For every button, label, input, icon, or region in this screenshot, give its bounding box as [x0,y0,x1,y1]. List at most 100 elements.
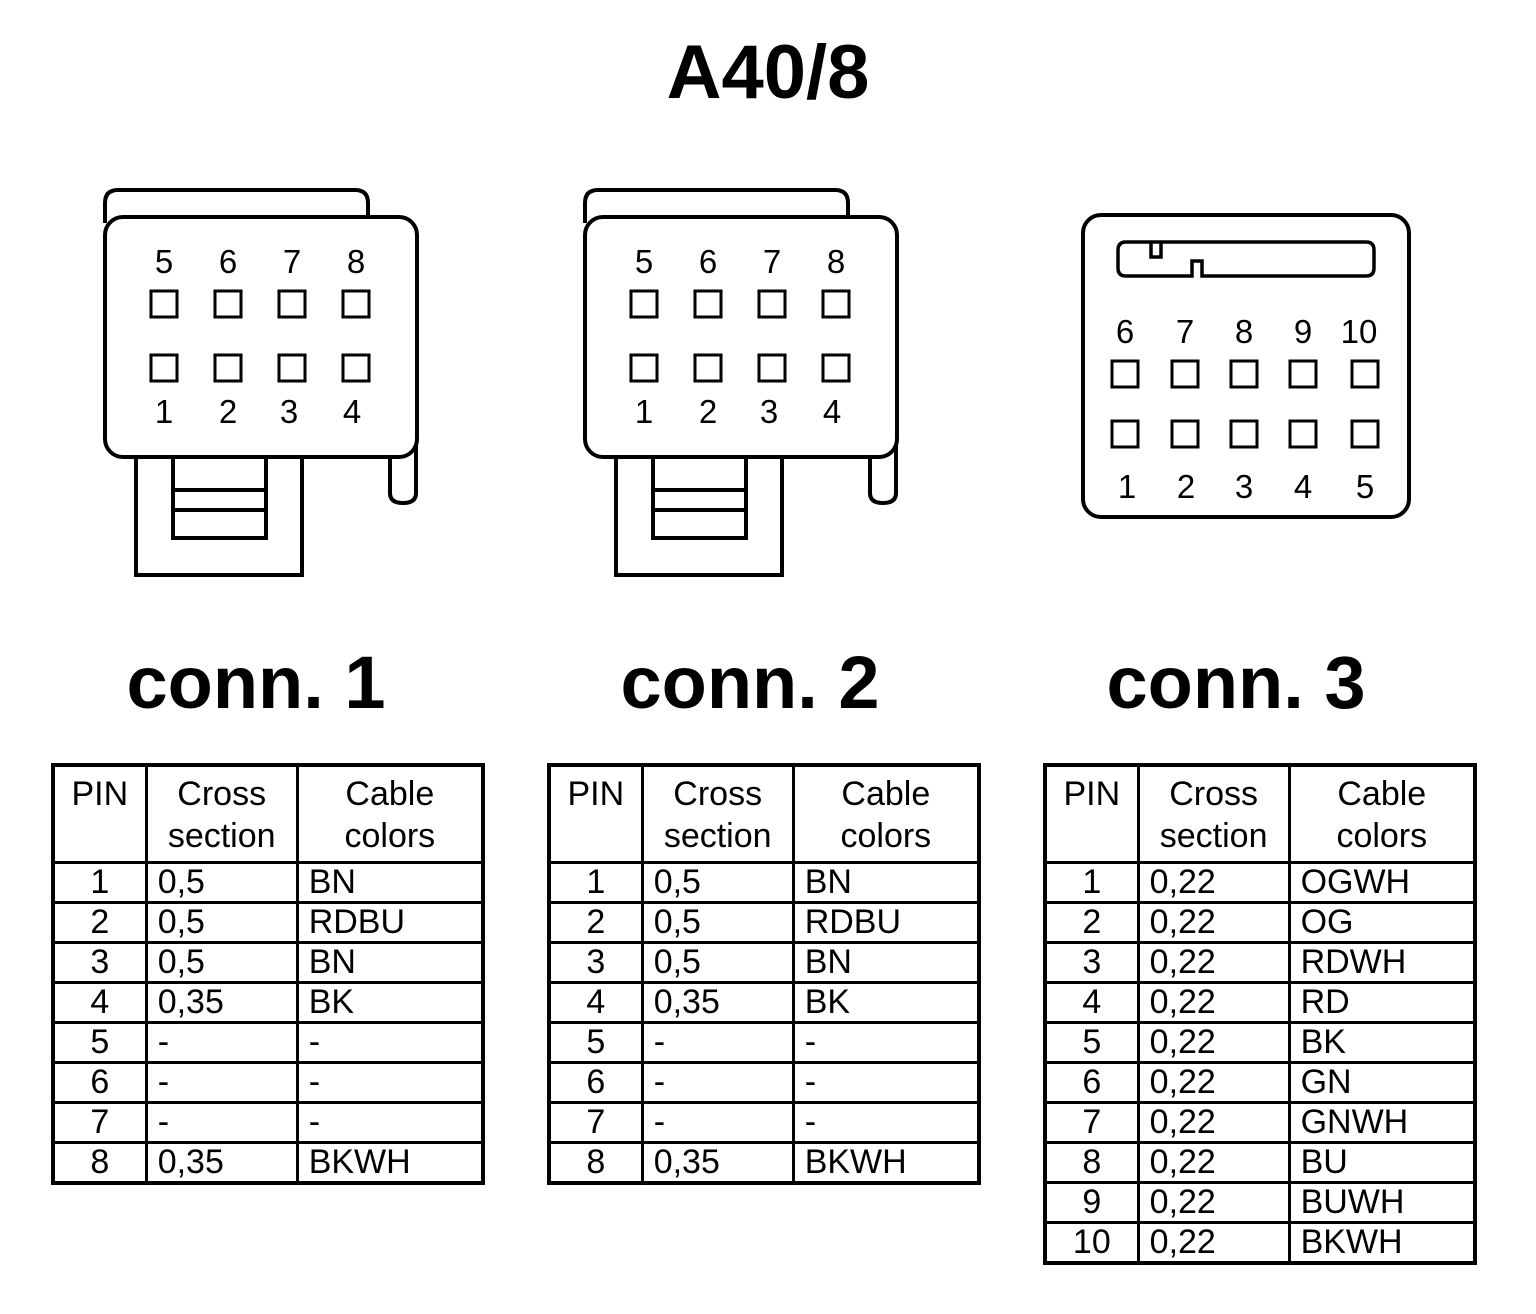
cell-cable-color: BN [791,861,981,904]
pin-label: 7 [283,243,301,280]
connector-1-bottom-pins: 1 2 3 4 [149,353,371,430]
connector-1-side-latch [388,435,418,506]
cell-pin: 3 [1043,941,1140,984]
cell-pin: 8 [1043,1141,1140,1184]
pin-socket [1170,419,1200,449]
pin-label: 8 [1235,313,1253,350]
pin-socket [277,353,307,383]
cell-cable-color: - [791,1101,981,1144]
pin-socket [277,289,307,319]
table-row: 6-- [51,1061,485,1104]
cell-cable-color: - [295,1101,485,1144]
pin-label: 5 [1356,468,1374,505]
table-row: 5-- [547,1021,981,1064]
cell-cross-section: 0,5 [640,861,795,904]
cell-pin: 4 [1043,981,1140,1024]
connector-1-cable-outer [134,448,304,577]
connector-2-label: conn. 2 [620,641,880,724]
cell-cable-color: OG [1287,901,1477,944]
pin-socket [1110,359,1140,389]
pin-label: 6 [219,243,237,280]
cell-cross-section: - [144,1101,299,1144]
connector-1-back-shell [103,188,370,223]
pin-label: 1 [635,393,653,430]
pin-label: 6 [1116,313,1134,350]
cell-pin: 2 [51,901,148,944]
pin-label: 6 [699,243,717,280]
pin-socket [757,353,787,383]
table-row: 5-- [51,1021,485,1064]
cell-cross-section: 0,5 [640,941,795,984]
pin-socket [821,353,851,383]
pin-label: 5 [155,243,173,280]
connector-2-bottom-pins: 1 2 3 4 [629,353,851,430]
pin-label: 8 [827,243,845,280]
cell-cross-section: - [640,1101,795,1144]
cell-cable-color: BKWH [1287,1221,1477,1265]
cell-cable-color: BN [295,861,485,904]
cell-cable-color: OGWH [1287,861,1477,904]
connector-2-body [583,215,899,459]
connector-3-label: conn. 3 [1106,641,1366,724]
connector-3-top-pins: 6 7 8 9 10 [1110,313,1380,389]
pin-label: 1 [1118,468,1136,505]
cell-cable-color: - [791,1021,981,1064]
pin-socket [1350,419,1380,449]
cell-cable-color: GNWH [1287,1101,1477,1144]
cell-cross-section: 0,35 [640,1141,795,1185]
pin-label: 9 [1294,313,1312,350]
connector-1-cable-inner [171,450,268,540]
pin-label: 4 [343,393,361,430]
pin-socket [1288,359,1318,389]
pin-socket [1288,419,1318,449]
connector-2-back-shell [583,188,850,223]
pin-socket [341,289,371,319]
cell-pin: 5 [1043,1021,1140,1064]
cell-cable-color: RDBU [791,901,981,944]
pin-socket [1110,419,1140,449]
pin-socket [757,289,787,319]
cell-cable-color: RDWH [1287,941,1477,984]
cell-cable-color: RDBU [295,901,485,944]
connector-2-cable-outer [614,448,784,577]
cell-cross-section: 0,22 [1136,1101,1291,1144]
cell-cross-section: 0,22 [1136,1141,1291,1184]
cell-cable-color: - [295,1021,485,1064]
cell-pin: 9 [1043,1181,1140,1224]
cell-pin: 7 [1043,1101,1140,1144]
cell-pin: 2 [1043,901,1140,944]
connector-3-bottom-pins: 1 2 3 4 5 [1110,419,1380,505]
cell-cable-color: BU [1287,1141,1477,1184]
cell-pin: 5 [547,1021,644,1064]
cell-cross-section: 0,22 [1136,1061,1291,1104]
pin-socket [1229,419,1259,449]
cell-pin: 10 [1043,1221,1140,1265]
cell-cable-color: BKWH [791,1141,981,1185]
cell-cable-color: BUWH [1287,1181,1477,1224]
pin-label: 7 [763,243,781,280]
cell-pin: 8 [547,1141,644,1185]
connector-1-label: conn. 1 [126,641,386,724]
diagram-title: A40/8 [666,30,870,115]
table-row: 6-- [547,1061,981,1104]
connector-3-keying-slot [1116,240,1376,278]
cell-cable-color: BK [295,981,485,1024]
connector-3-drawing: 6 7 8 9 10 1 2 3 4 5 [1081,213,1411,519]
cell-pin: 1 [547,861,644,904]
cell-cable-color: BKWH [295,1141,485,1185]
pin-label: 4 [823,393,841,430]
cell-pin: 1 [51,861,148,904]
